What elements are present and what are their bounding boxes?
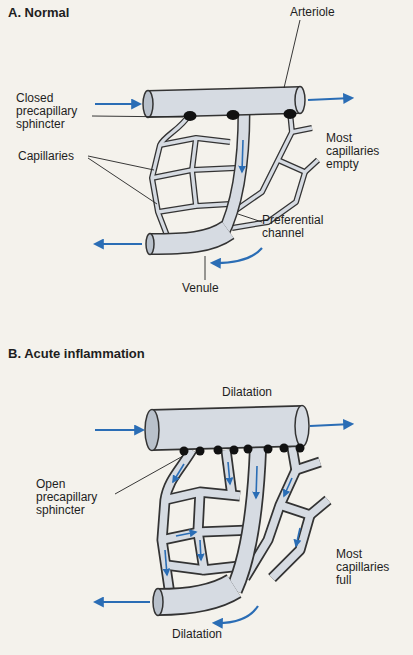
arteriole-lumen bbox=[148, 100, 300, 104]
venule bbox=[158, 586, 234, 602]
part-label: Arteriole bbox=[290, 6, 380, 19]
part-label: Venule bbox=[182, 282, 242, 295]
venule bbox=[150, 230, 228, 244]
venule-lumen bbox=[150, 230, 228, 244]
arteriole bbox=[148, 100, 300, 104]
closed-sphincters bbox=[184, 109, 297, 121]
panel-heading: B. Acute inflammation bbox=[8, 347, 228, 360]
arteriole-lumen bbox=[152, 426, 302, 430]
part-label: Dilatation bbox=[222, 386, 302, 399]
preferential-channel bbox=[222, 110, 244, 236]
part-label: Capillaries bbox=[18, 150, 90, 163]
flow-arrows-inflamed bbox=[95, 424, 352, 623]
part-label: Closed precapillary sphincter bbox=[16, 92, 94, 131]
part-label: Most capillaries empty bbox=[326, 132, 406, 171]
part-label: Most capillaries full bbox=[336, 548, 408, 587]
preferential-channel bbox=[234, 448, 258, 590]
venule-end bbox=[153, 589, 163, 616]
arteriole-end bbox=[145, 410, 159, 451]
venule-end bbox=[146, 234, 154, 255]
part-label: Open precapillary sphincter bbox=[36, 478, 118, 517]
arteriole bbox=[152, 426, 302, 430]
leader-lines-normal bbox=[88, 20, 300, 280]
panel-heading: A. Normal bbox=[8, 6, 188, 19]
part-label: Preferential channel bbox=[262, 214, 342, 240]
part-label: Dilatation bbox=[172, 628, 252, 641]
arteriole-end bbox=[295, 87, 305, 114]
preferential-channel-lumen bbox=[234, 448, 258, 590]
arteriole-end bbox=[143, 91, 153, 118]
capillary-outline bbox=[162, 447, 328, 595]
venule-lumen bbox=[158, 586, 234, 602]
open-sphincters bbox=[180, 444, 305, 456]
flow-arrows-normal bbox=[95, 98, 352, 263]
arteriole-end bbox=[295, 406, 309, 447]
leader-lines-inflamed bbox=[115, 456, 183, 494]
capillary-lumen bbox=[162, 447, 328, 595]
preferential-channel-lumen bbox=[222, 110, 244, 236]
vessels-inflamed bbox=[145, 406, 328, 616]
